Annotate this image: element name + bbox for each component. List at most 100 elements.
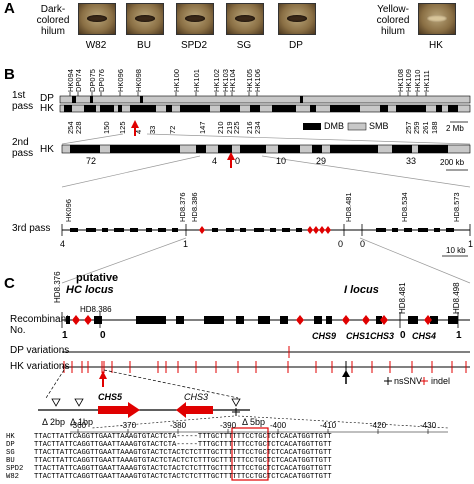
dark-caption-line1: Dark- [40,4,66,15]
recombinant-count: 1 [183,239,189,249]
pass2-ordinal: 2nd [12,137,29,148]
seed-image-sg [226,3,264,35]
marker-label: HD8.534 [400,192,409,222]
recombinant-count: 147 [198,121,207,134]
pass3-label: 3rd pass [12,223,51,234]
marker-label: HK102 [212,69,221,92]
recombinant-count: 0 [360,239,366,249]
hk-variation-track [62,361,470,373]
hk-red-arrow [99,371,107,387]
alignment-sequence: TTACTTATTCAGGTTGAATTAAAGTGTACTCTACTCTCTT… [34,449,332,457]
seed-label-hk: HK [429,40,443,51]
marker-label: DP076 [97,69,106,92]
recombinant-count: 1 [468,239,474,249]
legend-nssnv-label: nsSNV [394,376,423,386]
del2-label: Δ 2bp [42,417,66,427]
yellow-hilum-caption: Yellow- colored hilum [370,4,416,37]
pass1-red-arrow [131,120,139,136]
dark-caption-line2: colored [36,15,70,26]
pass3-line [61,224,471,236]
pass1-hk-bar [59,104,471,113]
recombinant-count: 188 [430,121,439,134]
position-label: -370 [120,421,137,430]
recombinant-count: 33 [148,125,157,134]
alignment-sequence: TTACTTATTCAGGTTGAATTAAAGTGTACTCTA-----TT… [34,441,332,449]
seed-label-sg: SG [236,40,252,51]
recombinant-count: 234 [253,121,262,134]
recombinant-no-label: No. [10,325,26,336]
seed-image-bu [126,3,164,35]
nssnv-black-arrow [342,370,350,384]
alignment-strain-name: HK [6,433,15,441]
del1-label: Δ 1bp [70,417,94,427]
recombinant-count: 72 [86,156,97,166]
yellow-caption-line1: Yellow- [377,4,409,15]
alignment-strain-name: SG [6,449,15,457]
recombinant-count: 261 [421,121,430,134]
pass1-hk-label: HK [40,103,54,114]
scale-2mb-label: 2 Mb [446,124,464,133]
marker-label: HK104 [228,69,237,92]
marker-label: HK098 [134,69,143,92]
legend-nssnv-mark [384,377,392,385]
recombinant-count: 0 [235,156,241,166]
seed-label-dp: DP [289,40,303,51]
alignment-strain-name: DP [6,441,15,449]
seed-label-w82: W82 [85,40,107,51]
hk-variations-label: HK variations [10,361,70,372]
del2-triangle [51,398,61,407]
chs5-arrow [98,402,140,418]
recombinant-number: 1 [456,330,462,341]
pass2-hk-label: HK [40,144,54,155]
marker-hd8498: HD8.498 [452,282,461,314]
position-label: -380 [170,421,187,430]
marker-label: HK111 [422,70,431,92]
pass2-hk-bar [61,144,471,154]
position-label: -400 [270,421,287,430]
alignment-sequence: TTACTTATTCAGGTTGAATTAAAGTGTACTCTACTCTCTT… [34,473,332,481]
recombinant-count: 10 [276,156,287,166]
position-label: -390 [220,421,237,430]
chs3-inset-label: CHS3 [184,392,209,402]
position-label: -360 [70,421,87,430]
pass1-dp-label: DP [40,93,54,104]
seed-image-hk [418,3,456,35]
recombinant-count: 210 [216,121,225,134]
seed-label-spd2: SPD2 [180,40,208,51]
del5-triangle [231,398,241,407]
pass1-ordinal: 1st [12,90,26,101]
del1-triangle [74,398,84,407]
chs5-label: CHS5 [98,392,123,402]
yellow-caption-line2: colored [376,15,410,26]
position-label: -430 [420,421,437,430]
deletion-highlight-box [231,427,269,481]
marker-label: HK096 [64,199,73,222]
marker-label: HD8.376 [178,192,187,222]
seed-image-w82 [78,3,116,35]
marker-label: DP075 [88,69,97,92]
panel-letter-b: B [4,66,15,83]
marker-label: HK110 [413,69,422,92]
recombinant-count: 29 [316,156,327,166]
recombinant-count: 33 [406,156,417,166]
pass2-red-arrow [227,152,235,168]
marker-label: HD8.481 [344,192,353,222]
position-label: -410 [320,421,337,430]
del5-label: Δ 5bp [242,417,266,427]
chs-gene-label: CHS4 [412,331,437,341]
recombinant-count: 4 [212,156,218,166]
scale-200kb-label: 200 kb [440,158,465,167]
recombinant-label: Recombinant [10,314,69,325]
recombinant-count: 125 [118,121,127,134]
recombinant-count: 4 [134,129,143,134]
alignment-sequence: TTACTTATTCAGGTTGAATTAAAGTGTACTCTA-----TT… [34,433,332,441]
recombinant-count: 72 [168,125,177,134]
chs-gene-label: CHS1 [346,331,371,341]
panel-letter-a: A [4,0,15,17]
recombinant-number: 0 [400,330,406,341]
i-locus-label: I locus [344,284,379,296]
legend-dmb-swatch [303,123,321,130]
scale-10kb-label: 10 kb [446,246,466,255]
recombinant-count: 150 [102,121,111,134]
marker-label: HK101 [192,69,201,92]
